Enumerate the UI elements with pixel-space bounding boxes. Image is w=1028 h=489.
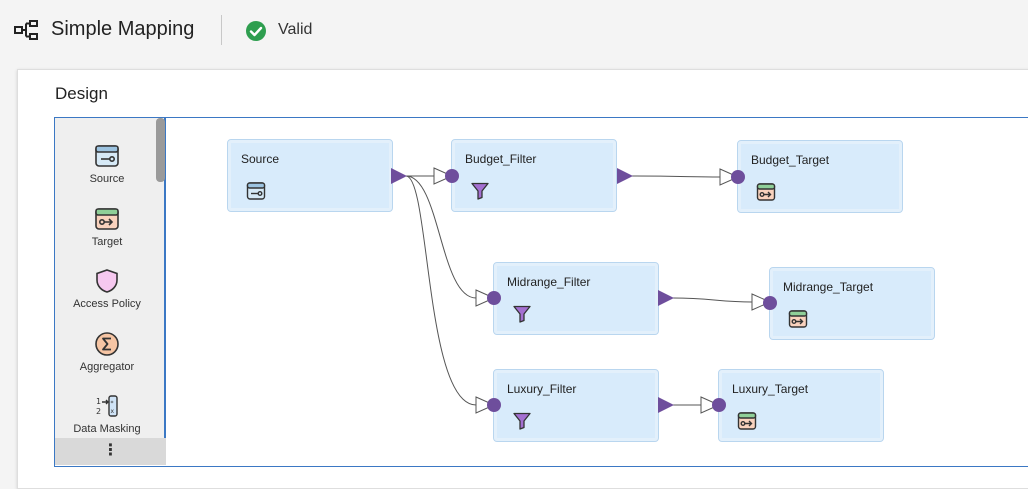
target-icon xyxy=(95,208,119,230)
sigma-icon xyxy=(95,332,119,356)
palette-item-label: Aggregator xyxy=(79,361,135,373)
node-label: Source xyxy=(241,152,280,166)
header-divider xyxy=(221,15,222,45)
node-label: Budget_Filter xyxy=(465,152,537,166)
node-midrange-filter[interactable]: Midrange_Filter xyxy=(493,262,659,335)
node-source[interactable]: Source xyxy=(227,139,393,212)
node-midrange-target[interactable]: Midrange_Target xyxy=(769,267,935,340)
design-title: Design xyxy=(55,84,108,103)
node-label: Luxury_Filter xyxy=(507,382,577,396)
node-label: Luxury_Target xyxy=(732,382,809,396)
filter-icon xyxy=(471,182,489,200)
header: Simple Mapping Valid xyxy=(0,0,1028,62)
node-label: Midrange_Filter xyxy=(507,275,591,289)
palette-item-label: Target xyxy=(91,236,123,248)
filter-icon xyxy=(513,412,531,430)
palette-item-data-masking[interactable]: 1 2 * x Data Masking xyxy=(55,393,159,435)
node-luxury-target[interactable]: Luxury_Target xyxy=(718,369,884,442)
filter-icon xyxy=(513,305,531,323)
palette-item-source[interactable]: Source xyxy=(55,143,159,185)
target-icon xyxy=(756,183,776,201)
svg-text:x: x xyxy=(111,408,115,415)
data-masking-icon: 1 2 * x xyxy=(96,395,118,417)
node-budget-filter[interactable]: Budget_Filter xyxy=(451,139,617,212)
check-circle-icon xyxy=(246,21,266,41)
source-icon xyxy=(95,145,119,167)
palette-item-access-policy[interactable]: Access Policy xyxy=(55,268,159,310)
node-budget-target[interactable]: Budget_Target xyxy=(737,140,903,213)
target-icon xyxy=(788,310,808,328)
svg-text:*: * xyxy=(111,400,114,407)
palette-item-aggregator[interactable]: Aggregator xyxy=(55,331,159,373)
transformation-palette: Source Target Access Policy Aggregator 1… xyxy=(55,118,166,465)
source-icon xyxy=(246,182,266,200)
svg-text:2: 2 xyxy=(96,407,101,416)
palette-item-label: Access Policy xyxy=(73,298,141,310)
node-label: Midrange_Target xyxy=(783,280,874,294)
page-title: Simple Mapping xyxy=(51,18,195,40)
shield-icon xyxy=(96,269,118,293)
palette-scrollbar[interactable] xyxy=(156,118,165,182)
target-icon xyxy=(737,412,757,430)
svg-text:1: 1 xyxy=(96,397,101,406)
palette-item-label: Source xyxy=(89,173,125,185)
status-text: Valid xyxy=(278,21,313,38)
palette-item-target[interactable]: Target xyxy=(55,206,159,248)
node-luxury-filter[interactable]: Luxury_Filter xyxy=(493,369,659,442)
palette-item-label: Data Masking xyxy=(73,423,141,435)
node-label: Budget_Target xyxy=(751,153,830,167)
mapping-icon xyxy=(14,20,38,40)
palette-more-button[interactable]: ⋮ xyxy=(55,438,166,465)
